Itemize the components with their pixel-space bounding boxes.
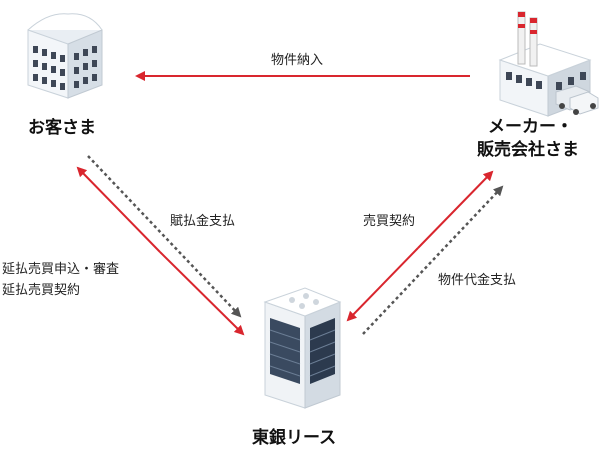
installment-payment-label: 賦払金支払 xyxy=(170,214,236,229)
office-building-icon xyxy=(27,13,103,99)
delivery-label: 物件納入 xyxy=(271,53,324,68)
application-label-line2: 延払売買契約 xyxy=(2,283,81,298)
sales-contract-arrow-to-maker xyxy=(417,170,494,249)
lessor-label: 東銀リース xyxy=(252,428,337,448)
sales-contract-arrow-to-lessor xyxy=(346,247,419,322)
customer-label: お客さま xyxy=(28,118,96,138)
application-arrow-to-lessor xyxy=(159,251,245,336)
application-label-line1: 延払売買申込・審査 xyxy=(2,262,120,277)
price-payment-label: 物件代金支払 xyxy=(438,273,517,288)
maker-label-line1: メーカー・ xyxy=(488,117,573,137)
maker-label-line2: 販売会社さま xyxy=(477,140,579,160)
price-payment-arrow xyxy=(362,185,504,335)
factory-icon xyxy=(498,11,599,117)
skyscraper-icon xyxy=(263,287,342,409)
application-arrow-to-customer xyxy=(76,166,161,253)
installment-payment-arrow xyxy=(87,155,242,318)
sales-contract-label: 売買契約 xyxy=(363,214,416,229)
